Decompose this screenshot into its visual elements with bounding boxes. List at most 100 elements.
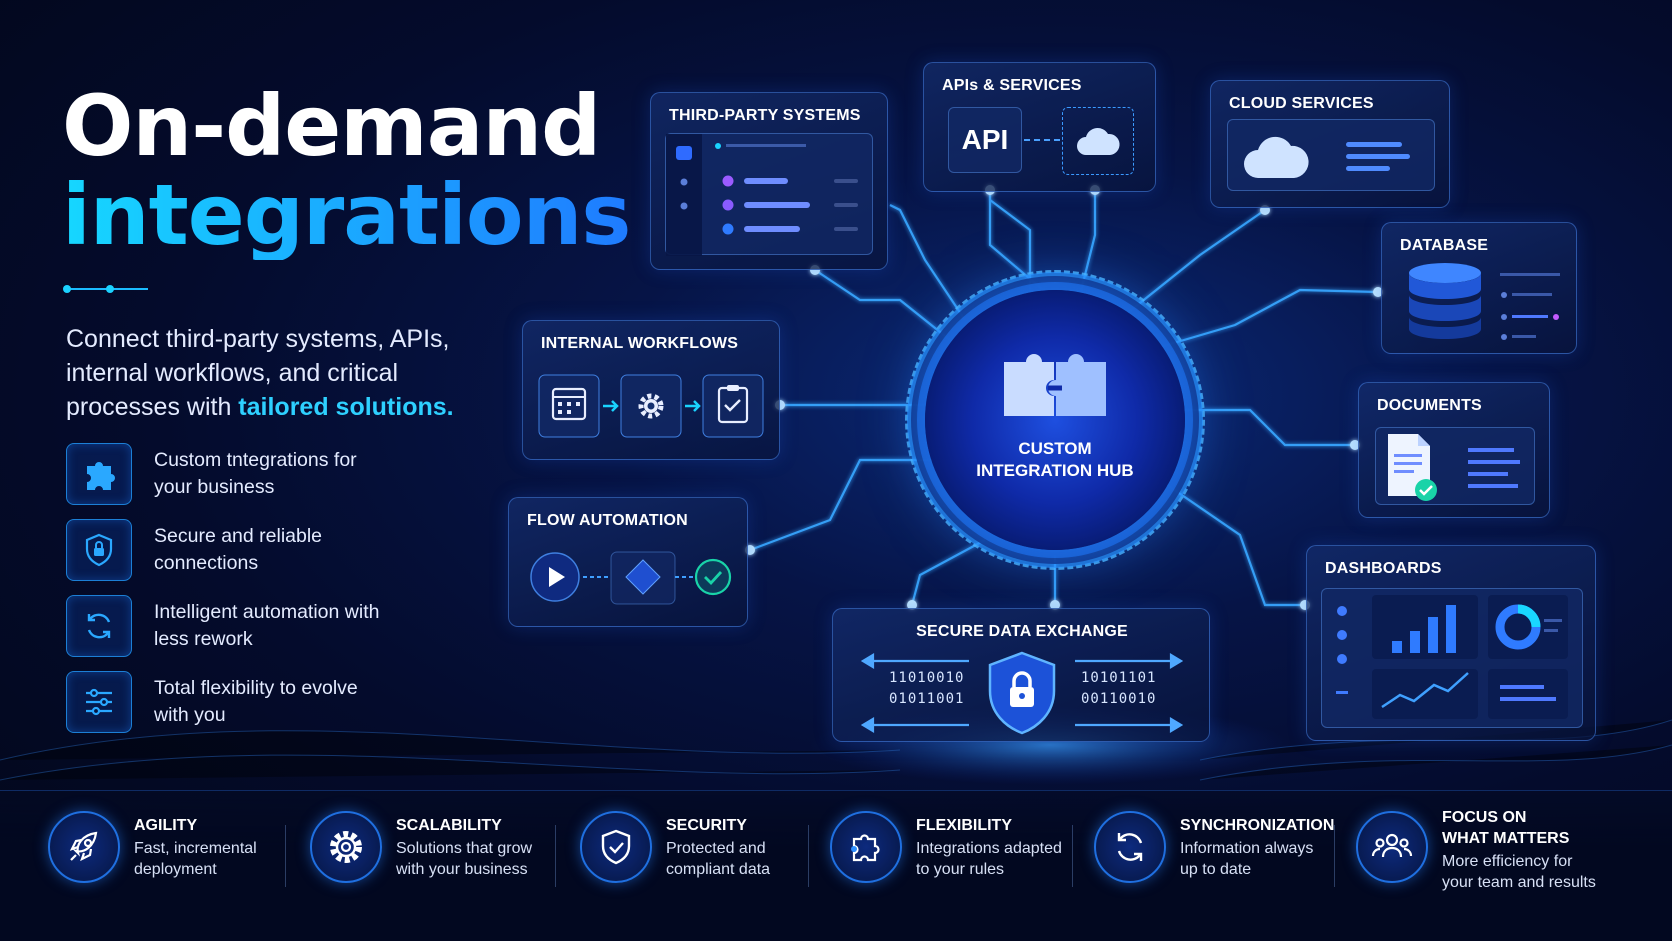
benefit-synchronization: SYNCHRONIZATION Information always up to d… <box>1094 811 1334 883</box>
donut-chart-icon <box>1495 604 1562 650</box>
rocket-icon <box>48 811 120 883</box>
cloud-icon <box>1244 136 1309 178</box>
feature-list: Custom tntegrations for your business Se… <box>66 443 384 747</box>
card-internal-workflows: INTERNAL WORKFLOWS <box>522 320 780 460</box>
card-documents: DOCUMENTS <box>1358 382 1550 518</box>
bits-row: 11010010 <box>889 670 965 686</box>
feature-item: Custom tntegrations for your business <box>66 443 384 505</box>
card-third-party-systems: THIRD-PARTY SYSTEMS <box>650 92 888 270</box>
benefit-desc: Integrations adapted to your rules <box>916 838 1062 880</box>
connector-dash <box>1024 139 1060 141</box>
benefit-desc: More efficiency for your team and results <box>1442 851 1596 893</box>
benefit-title: FLEXIBILITY <box>916 817 1012 834</box>
hub-ring <box>905 270 1205 570</box>
gear-icon <box>310 811 382 883</box>
divider <box>285 825 286 887</box>
sync-icon <box>66 595 132 657</box>
feature-item: Total flexibility to evolve with you <box>66 671 384 733</box>
calendar-icon <box>551 387 587 421</box>
shield-lock-icon <box>988 651 1056 735</box>
subtitle-highlight: tailored solutions. <box>238 393 454 421</box>
hub-label-line-1: CUSTOM <box>1018 439 1092 458</box>
api-box: API <box>948 107 1022 173</box>
divider <box>63 285 148 293</box>
workflow-steps <box>538 374 764 438</box>
card-apis-services: APIs & SERVICES API <box>923 62 1156 192</box>
card-database: DATABASE <box>1381 222 1577 354</box>
check-circle-icon <box>694 558 732 596</box>
card-title: DASHBOARDS <box>1325 560 1442 577</box>
card-secure-data-exchange: SECURE DATA EXCHANGE 11010010 01011001 1… <box>832 608 1210 742</box>
benefit-desc-line: to your rules <box>916 861 1005 878</box>
benefit-desc-line: Integrations adapted <box>916 840 1062 857</box>
document-icon <box>1388 434 1437 501</box>
feature-item: Secure and reliable connections <box>66 519 384 581</box>
team-icon <box>1356 811 1428 883</box>
integration-hub: CUSTOM INTEGRATION HUB <box>925 290 1185 550</box>
headline-line-1: On-demand <box>62 77 601 175</box>
benefit-focus: FOCUS ON WHAT MATTERS More efficiency fo… <box>1356 803 1596 893</box>
puzzle-icon <box>1004 354 1106 416</box>
divider <box>555 825 556 887</box>
benefit-desc-line: deployment <box>134 861 217 878</box>
sync-icon <box>1094 811 1166 883</box>
sliders-icon <box>66 671 132 733</box>
benefit-desc-line: your team and results <box>1442 874 1596 891</box>
benefit-desc: Protected and compliant data <box>666 838 770 880</box>
card-dashboards: DASHBOARDS <box>1306 545 1596 741</box>
card-title: INTERNAL WORKFLOWS <box>541 335 739 352</box>
feature-item: Intelligent automation with less rework <box>66 595 384 657</box>
checklist-icon <box>717 385 749 424</box>
benefit-desc-line: compliant data <box>666 861 771 878</box>
bits-left: 11010010 01011001 <box>889 668 964 710</box>
divider <box>1334 825 1335 887</box>
api-label: API <box>961 124 1009 155</box>
card-title: CLOUD SERVICES <box>1229 95 1374 112</box>
card-cloud-services: CLOUD SERVICES <box>1210 80 1450 208</box>
card-title: SECURE DATA EXCHANGE <box>916 623 1128 640</box>
benefit-title: FOCUS ON <box>1442 809 1527 826</box>
benefit-title-line-2: WHAT MATTERS <box>1442 830 1570 847</box>
shield-check-icon <box>580 811 652 883</box>
card-title: FLOW AUTOMATION <box>527 512 688 529</box>
benefit-desc-line: Information always <box>1180 840 1314 857</box>
headline-line-2: integrations <box>62 166 631 264</box>
benefit-desc-line: with your business <box>396 861 528 878</box>
bar-chart-icon <box>1392 605 1456 653</box>
headline: On-demand integrations <box>62 77 631 264</box>
cloud-panel <box>1227 119 1435 191</box>
flow-steps <box>530 551 732 605</box>
data-lines <box>1500 273 1560 340</box>
arrows <box>861 651 1183 735</box>
cloud-icon <box>1077 128 1120 155</box>
benefit-security: SECURITY Protected and compliant data <box>580 811 770 883</box>
shield-lock-icon <box>66 519 132 581</box>
bits-row: 01011001 <box>889 691 965 707</box>
feature-text: Total flexibility to evolve with you <box>154 677 358 726</box>
bits-right: 10101101 00110010 <box>1081 668 1156 710</box>
card-title: DATABASE <box>1400 237 1489 254</box>
benefit-desc: Solutions that grow with your business <box>396 838 532 880</box>
benefit-title: SECURITY <box>666 817 747 834</box>
benefit-desc-line: up to date <box>1180 861 1252 878</box>
feature-text: Intelligent automation with less rework <box>154 601 380 650</box>
feature-text: Secure and reliable connections <box>154 525 323 574</box>
database-icon <box>1409 263 1481 339</box>
hub-label: CUSTOM INTEGRATION HUB <box>925 438 1185 482</box>
benefit-title: SYNCHRONIZATION <box>1180 817 1335 834</box>
document-panel <box>1375 427 1535 505</box>
benefit-desc-line: More efficiency for <box>1442 853 1573 870</box>
card-title: APIs & SERVICES <box>942 77 1082 94</box>
benefit-desc-line: Protected and <box>666 840 766 857</box>
feature-text: Custom tntegrations for your business <box>154 449 357 498</box>
hub-label-line-2: INTEGRATION HUB <box>976 461 1134 480</box>
benefit-desc-line: Fast, incremental <box>134 840 257 857</box>
card-flow-automation: FLOW AUTOMATION <box>508 497 748 627</box>
line-chart-icon <box>1381 672 1469 709</box>
puzzle-icon <box>830 811 902 883</box>
benefit-desc: Fast, incremental deployment <box>134 838 257 880</box>
decision-diamond-icon <box>625 559 661 595</box>
benefit-desc-line: Solutions that grow <box>396 840 533 857</box>
